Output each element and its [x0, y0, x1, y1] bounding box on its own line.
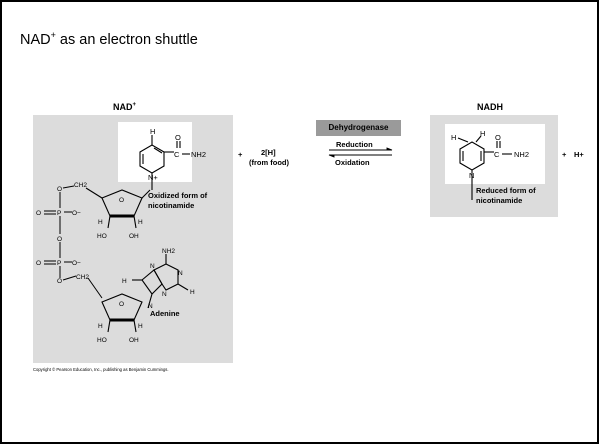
- adenine-label: Adenine: [150, 309, 180, 318]
- atom-nh2-adenine: NH2: [162, 248, 175, 255]
- atom-o-p2: O: [57, 278, 62, 285]
- lower-ribose: [101, 293, 143, 333]
- atom-o-bridge: O: [57, 236, 62, 243]
- lower-ribose-atoms: O H H HO OH: [97, 301, 143, 344]
- nicotinamide-atoms: H O C NH2 N+: [148, 127, 206, 182]
- nicotinamide-ring: [139, 135, 190, 190]
- nad-header: NAD+: [113, 102, 136, 112]
- atom-p2: P: [57, 260, 61, 267]
- atom-n-a1: N: [150, 263, 155, 270]
- plus-sign-right: +: [562, 150, 567, 159]
- atom-n-nadh: N: [469, 171, 474, 180]
- atom-n-a2: N: [178, 270, 183, 277]
- atom-n-a3: N: [162, 291, 167, 298]
- two-h-label: 2[H]: [261, 148, 276, 157]
- atom-o-ribose1: O: [119, 197, 124, 204]
- atom-o-p1: O: [57, 186, 62, 193]
- title-nad: NAD: [20, 31, 51, 48]
- atom-ch2-1: CH2: [74, 182, 87, 189]
- reduced-caption-line1: Reduced form of: [476, 186, 536, 195]
- atom-o-p2-double: O: [36, 260, 41, 267]
- atom-h-r2b: H: [138, 323, 143, 330]
- atom-nplus: N+: [148, 173, 158, 182]
- atom-c-nadh: C: [494, 150, 500, 159]
- atom-h-adenine2: H: [190, 289, 195, 296]
- upper-ribose-atoms: O CH2 H H HO OH: [74, 182, 143, 240]
- atom-h-ring: H: [150, 127, 155, 136]
- oxidation-label: Oxidation: [335, 158, 370, 167]
- atom-n-a4: N: [148, 303, 153, 310]
- phosphate-chain: [44, 185, 103, 299]
- title-rest: as an electron shuttle: [55, 31, 198, 48]
- nadh-header: NADH: [477, 102, 503, 112]
- atom-nh2-amide: NH2: [191, 150, 206, 159]
- copyright-text: Copyright © Pearson Education, Inc., pub…: [33, 367, 169, 372]
- atom-o-nadh: O: [495, 133, 501, 142]
- adenine-ring: [132, 254, 189, 309]
- atom-h-r1b: H: [138, 219, 143, 226]
- reduced-caption: Reduced form of nicotinamide: [476, 186, 536, 205]
- atom-h-nadh1: H: [451, 133, 456, 142]
- atom-c-amide: C: [174, 150, 180, 159]
- nad-header-sup: +: [132, 102, 137, 108]
- atom-h-adenine: H: [122, 278, 127, 285]
- oxidized-caption-line1: Oxidized form of: [148, 191, 208, 200]
- reduced-caption-line2: nicotinamide: [476, 196, 522, 205]
- from-food-label: (from food): [249, 158, 289, 167]
- atom-ominus-p2: O−: [72, 260, 81, 267]
- atom-ho-r1: HO: [97, 233, 107, 240]
- atom-oh-r2: OH: [129, 337, 139, 344]
- h-plus-label: H+: [574, 150, 584, 159]
- plus-sign-left: +: [238, 150, 243, 159]
- atom-nh2-nadh: NH2: [514, 150, 529, 159]
- atom-ho-r2: HO: [97, 337, 107, 344]
- reduced-nicotinamide-atoms: H H O C NH2 N: [451, 129, 529, 180]
- atom-oh-r1: OH: [129, 233, 139, 240]
- nicotinamide-box: [118, 122, 192, 182]
- reduction-label: Reduction: [336, 140, 373, 149]
- atom-o-amide: O: [175, 133, 181, 142]
- dehydrogenase-box: Dehydrogenase: [316, 120, 401, 136]
- atom-h-r2a: H: [98, 323, 103, 330]
- reduced-nicotinamide-ring: [457, 135, 512, 200]
- atom-ominus-p1: O−: [72, 210, 81, 217]
- oxidized-caption-line2: nicotinamide: [148, 201, 194, 210]
- upper-ribose: [85, 187, 151, 229]
- atom-o-ribose2: O: [119, 301, 124, 308]
- title-superscript: +: [50, 30, 56, 40]
- reaction-arrows: [328, 147, 393, 158]
- atom-h-nadh2: H: [480, 129, 485, 138]
- nad-header-text: NAD: [113, 102, 133, 112]
- atom-o-p1-double: O: [36, 210, 41, 217]
- atom-h-r1a: H: [98, 219, 103, 226]
- oxidized-caption: Oxidized form of nicotinamide: [148, 191, 208, 210]
- reduced-nicotinamide-box: [445, 124, 545, 184]
- slide-title: NAD+ as an electron shuttle: [20, 30, 198, 48]
- atom-p1: P: [57, 210, 61, 217]
- adenine-atoms: NH2 N N H N H N: [122, 248, 195, 310]
- atom-ch2-2: CH2: [76, 274, 89, 281]
- phosphate-atoms: O O P O− O O P O− O CH2: [36, 186, 89, 285]
